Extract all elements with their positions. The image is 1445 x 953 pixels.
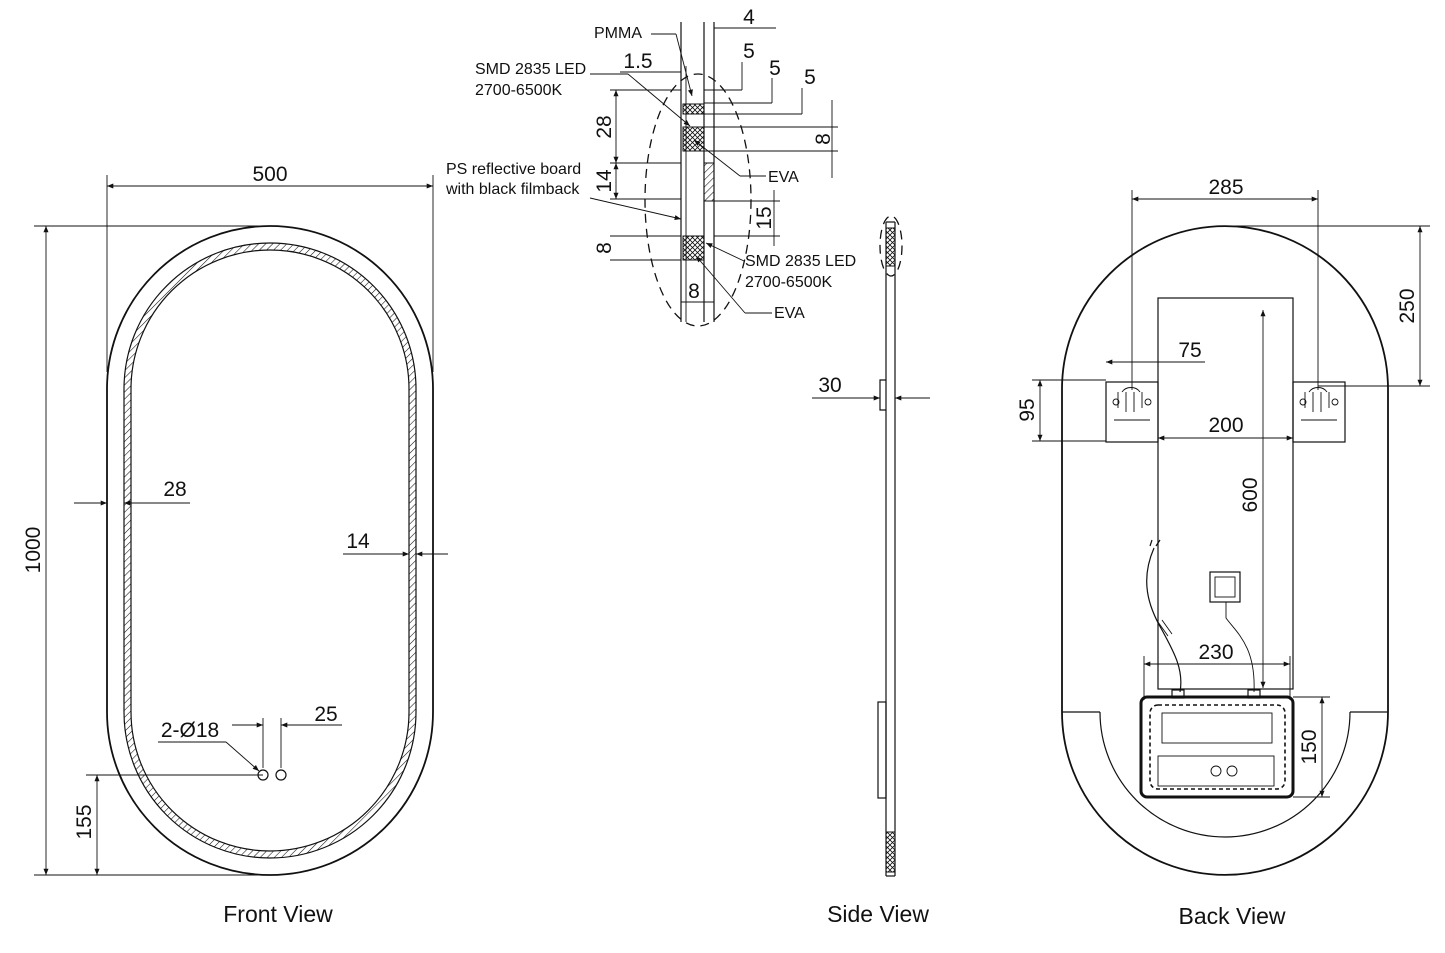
detail-dim-4: 4	[743, 6, 755, 29]
back-outer-outline	[1061, 225, 1389, 876]
detail-dim-14: 14	[593, 169, 616, 193]
switch-box	[1209, 571, 1241, 603]
side-detail-block	[885, 227, 896, 267]
detail-dim-1-5: 1.5	[623, 50, 652, 73]
eva-top-block	[682, 126, 705, 152]
ps-board-segment	[703, 162, 715, 202]
front-width-label: 500	[252, 163, 287, 186]
panel-width-label: 200	[1208, 414, 1243, 437]
front-band-label: 28	[163, 478, 186, 501]
detail-ellipse	[644, 73, 752, 327]
side-view: 30 Side View	[812, 215, 930, 927]
bracket-right	[1292, 381, 1346, 443]
led-strip-top	[682, 103, 705, 115]
bracket-left	[1105, 381, 1159, 443]
driver-box	[1139, 695, 1295, 799]
eva-top-label: EVA	[768, 169, 799, 186]
back-inner-outline	[1099, 711, 1351, 838]
front-outer-outline	[106, 225, 434, 876]
eva-bottom-block	[682, 235, 705, 261]
ps-board-label-2: with black filmback	[445, 181, 580, 198]
ps-board-label-1: PS reflective board	[446, 161, 581, 178]
bracket-spacing-label: 285	[1208, 176, 1243, 199]
side-depth-label: 30	[818, 374, 841, 397]
side-view-title: Side View	[827, 901, 929, 927]
switch-wire	[1225, 602, 1255, 693]
hole-spacing-label: 25	[314, 703, 337, 726]
led-bottom-label-2: 2700-6500K	[745, 274, 833, 291]
bracket-inset-label: 75	[1178, 339, 1201, 362]
side-driver-box	[877, 701, 887, 799]
top-offset-label: 250	[1396, 288, 1419, 323]
detail-dim-5b: 5	[769, 57, 781, 80]
detail-dim-8-right: 8	[812, 133, 835, 145]
detail-dim-15: 15	[753, 206, 776, 229]
driver-height-label: 150	[1298, 729, 1321, 764]
section-detail: 4 PMMA 1.5 5 5 5 8 SMD 2835 LED 2700-650…	[445, 6, 856, 327]
led-top-label-1: SMD 2835 LED	[475, 61, 586, 78]
detail-dim-28: 28	[593, 115, 616, 138]
panel-height-label: 600	[1239, 477, 1262, 512]
back-view-title: Back View	[1179, 903, 1286, 929]
front-height-label: 1000	[22, 527, 45, 574]
detail-dim-8-bottom: 8	[688, 280, 700, 303]
eva-bottom-label: EVA	[774, 305, 805, 322]
detail-dim-5c: 5	[804, 66, 816, 89]
hole-height-label: 155	[73, 804, 96, 839]
front-inset-label: 14	[346, 530, 370, 553]
side-detail-ellipse	[879, 215, 903, 277]
switch-hole-right	[275, 769, 287, 781]
front-view-title: Front View	[223, 901, 333, 927]
detail-dim-8-left: 8	[593, 242, 616, 254]
side-bracket	[879, 379, 886, 411]
pmma-label: PMMA	[594, 25, 642, 42]
back-center-panel	[1157, 297, 1294, 690]
detail-dim-5a: 5	[743, 40, 755, 63]
side-bottom-block	[885, 831, 896, 873]
led-bottom-label-1: SMD 2835 LED	[745, 253, 856, 270]
bracket-height-label: 95	[1016, 398, 1039, 421]
power-cable	[1146, 547, 1182, 693]
back-view: 285 250 75 95 200 600 230	[1016, 176, 1430, 929]
led-top-label-2: 2700-6500K	[475, 82, 563, 99]
driver-width-label: 230	[1198, 641, 1233, 664]
front-led-band	[123, 242, 417, 859]
holes-label: 2-Ø18	[161, 719, 219, 742]
front-view: 500 1000 28 14 25 2-Ø18 155 Front View	[22, 163, 448, 927]
